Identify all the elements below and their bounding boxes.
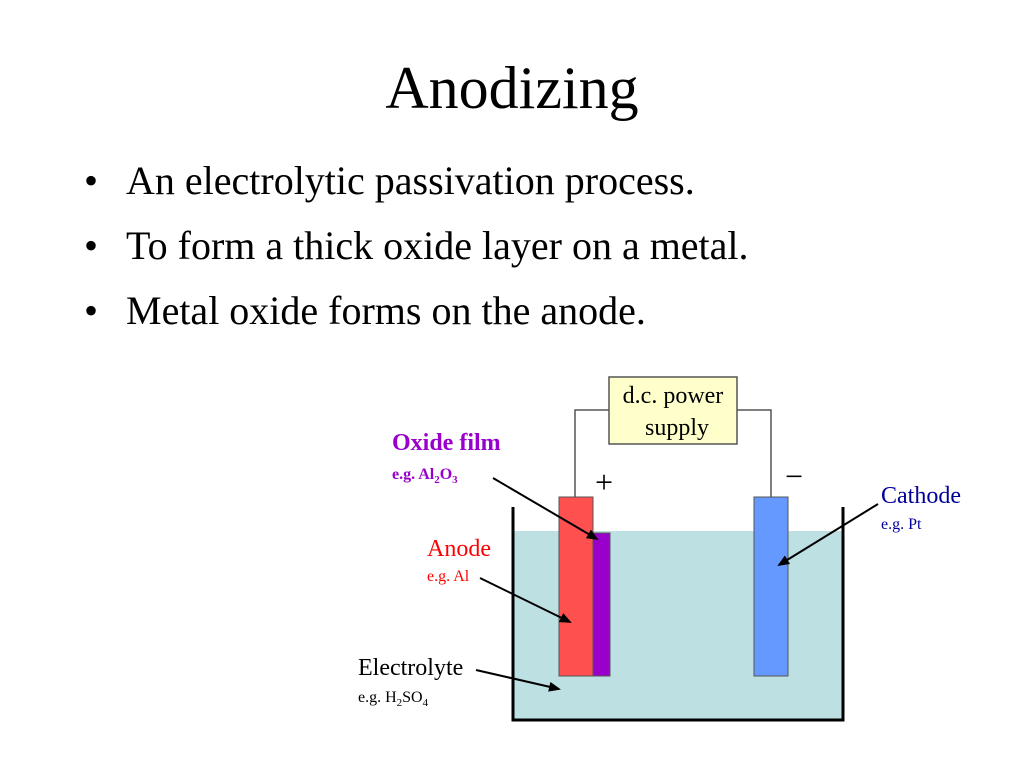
cathode-wire [737,409,772,497]
bullet-dot: • [84,158,99,203]
power-supply-label-line1: d.c. power [623,383,724,409]
anode-electrode [558,496,594,677]
tank-outline [511,507,845,722]
slide-title: Anodizing [385,55,639,121]
anode-label: Anode [427,536,491,562]
plus-sign: + [595,464,613,500]
bullet-text: Metal oxide forms on the anode. [126,288,646,333]
cathode-label: Cathode [881,483,961,509]
minus-sign: − [785,458,803,494]
oxide-film-layer [592,532,611,677]
bullet-text: An electrolytic passivation process. [126,158,695,203]
bullet-dot: • [84,288,99,333]
cathode-example: e.g. Pt [881,516,922,533]
power-supply-box [608,376,738,445]
cathode-electrode [753,496,789,677]
cathode-arrow [777,503,879,567]
anode-wire [574,409,609,497]
bullet-dot: • [84,223,99,268]
anode-example: e.g. Al [427,568,470,585]
electrolyte-arrow [475,669,561,692]
bullet-list: • An electrolytic passivation process. • T… [84,158,749,353]
oxide-film-arrow [492,477,599,541]
bullet-item: • An electrolytic passivation process. [84,158,749,204]
bullet-item: • To form a thick oxide layer on a metal. [84,223,749,269]
electrolyte-example: e.g. H2SO4 [358,689,429,709]
bullet-text: To form a thick oxide layer on a metal. [126,223,749,268]
oxide-film-label: Oxide film [392,430,501,456]
power-supply-label-line2: supply [645,415,709,441]
oxide-film-example: e.g. Al2O3 [392,466,458,486]
bullet-item: • Metal oxide forms on the anode. [84,288,749,334]
anode-arrow [479,577,572,623]
electrolyte-label: Electrolyte [358,655,463,681]
